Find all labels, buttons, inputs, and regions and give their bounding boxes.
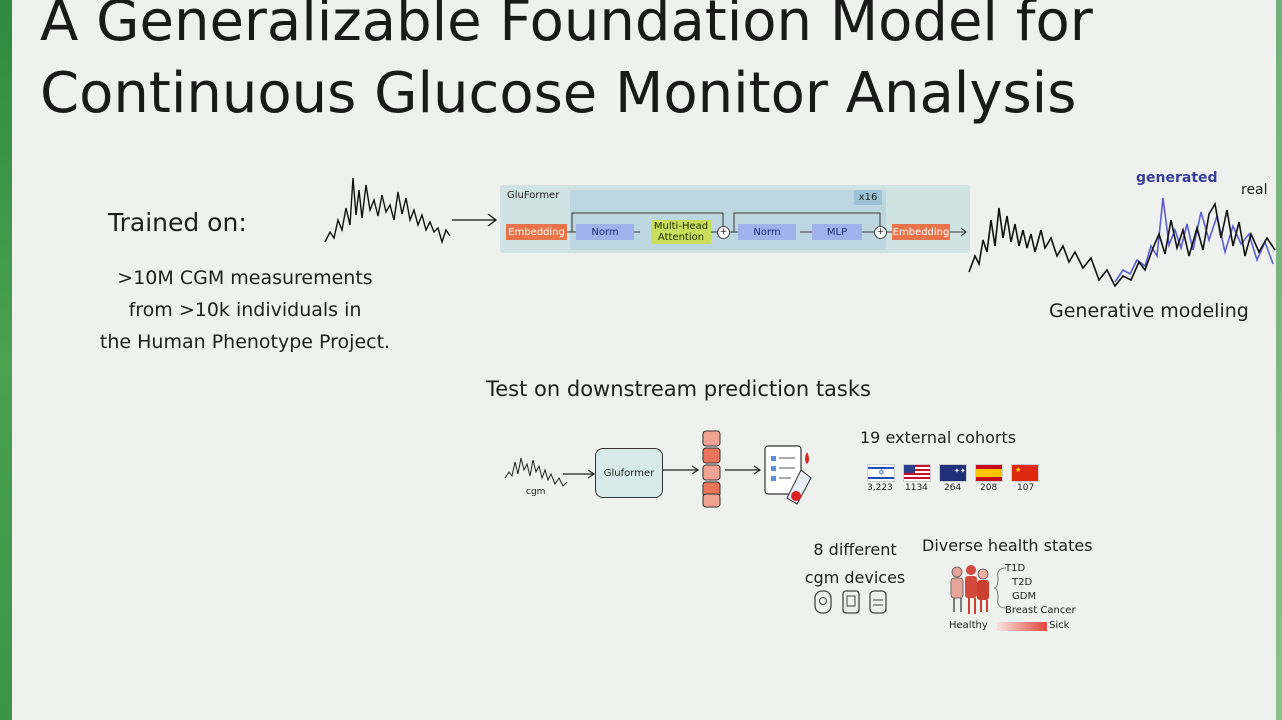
australia-flag-icon: ✦✦ (939, 464, 967, 482)
health-heading: Diverse health states (922, 536, 1093, 555)
generative-modeling-label: Generative modeling (1049, 300, 1249, 322)
residual-add-1: + (717, 226, 730, 239)
spain-flag-icon (975, 464, 1003, 482)
multi-head-attention-block: Multi-Head Attention (651, 220, 711, 244)
trained-line-2: from >10k individuals in (128, 299, 362, 321)
cohort-count-australia: 264 (944, 483, 962, 493)
trained-description: >10M CGM measurements from >10k individu… (60, 262, 430, 358)
devices-heading: 8 different cgm devices (800, 536, 910, 592)
legend-real: real (1241, 182, 1268, 198)
test-heading: Test on downstream prediction tasks (486, 377, 871, 401)
cohort-count-china: 107 (1017, 483, 1035, 493)
trained-line-1: >10M CGM measurements (117, 267, 373, 289)
embedding-and-prediction (663, 430, 812, 508)
state-gdm: GDM (1012, 591, 1037, 602)
slide-title: A Generalizable Foundation Model for Con… (40, 0, 1093, 126)
cohorts-heading: 19 external cohorts (860, 428, 1017, 447)
china-flag-icon: ★ (1011, 464, 1039, 482)
norm-block-1: Norm (576, 224, 634, 240)
cgm-device-icon (814, 590, 832, 614)
scale-healthy-label: Healthy (949, 620, 988, 631)
state-t2d: T2D (1012, 577, 1033, 588)
usa-flag-icon (903, 464, 931, 482)
israel-flag-icon: ✡ (867, 464, 895, 482)
people-group-icon (950, 565, 989, 614)
devices-heading-line-1: 8 different (813, 540, 897, 559)
cgm-device-icons (814, 590, 887, 614)
left-accent-bar (0, 0, 12, 720)
state-t1d: T1D (1005, 563, 1026, 574)
trained-line-3: the Human Phenotype Project. (99, 331, 391, 353)
test-cgm-signal (504, 457, 596, 487)
architecture-connectors (567, 212, 967, 237)
input-cgm-signal (324, 177, 498, 245)
residual-add-2: + (874, 226, 887, 239)
mlp-block: MLP (812, 224, 862, 240)
devices-heading-line-2: cgm devices (804, 568, 906, 587)
cgm-label: cgm (526, 487, 546, 497)
transformer-block-panel (570, 190, 886, 250)
cgm-device-icon (842, 590, 860, 614)
health-states-bracket (993, 567, 1007, 609)
health-severity-gradient (997, 622, 1047, 631)
norm-block-2: Norm (738, 224, 796, 240)
right-accent-bar (1276, 0, 1282, 720)
cohort-count-spain: 208 (980, 483, 998, 493)
trained-on-heading: Trained on: (108, 208, 247, 237)
architecture-name: GluFormer (507, 190, 560, 201)
cohort-count-israel: 3,223 (867, 483, 893, 493)
gluformer-model-box: Gluformer (595, 448, 663, 498)
cgm-device-icon (869, 590, 887, 614)
repeat-badge: x16 (854, 190, 882, 205)
state-breast-cancer: Breast Cancer (1005, 605, 1076, 616)
cohort-count-usa: 1134 (905, 483, 928, 493)
embedding-block-in: Embedding (506, 224, 567, 240)
embedding-block-out: Embedding (892, 224, 950, 240)
legend-generated: generated (1136, 170, 1218, 186)
scale-sick-label: Sick (1049, 620, 1070, 631)
generated-vs-real-plot (968, 197, 1276, 288)
